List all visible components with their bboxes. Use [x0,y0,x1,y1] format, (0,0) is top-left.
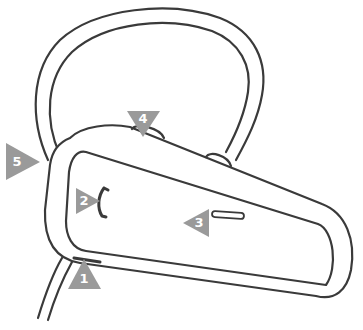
headset-body [45,125,352,297]
callout-number: 1 [74,270,94,288]
callout-number: 3 [189,214,209,232]
callout-marker [183,209,209,237]
callout-marker [127,111,160,137]
callout-marker [68,259,101,289]
callout-marker [6,143,40,180]
indicator-slot [212,211,244,219]
bottom-button [74,258,100,262]
callout-number: 2 [74,192,94,210]
top-button [206,154,231,166]
callout-number: 5 [7,153,27,171]
callout-number: 4 [133,110,153,128]
phone-icon [99,188,108,217]
face-panel [66,152,333,285]
ear-stem-edge [48,262,72,320]
